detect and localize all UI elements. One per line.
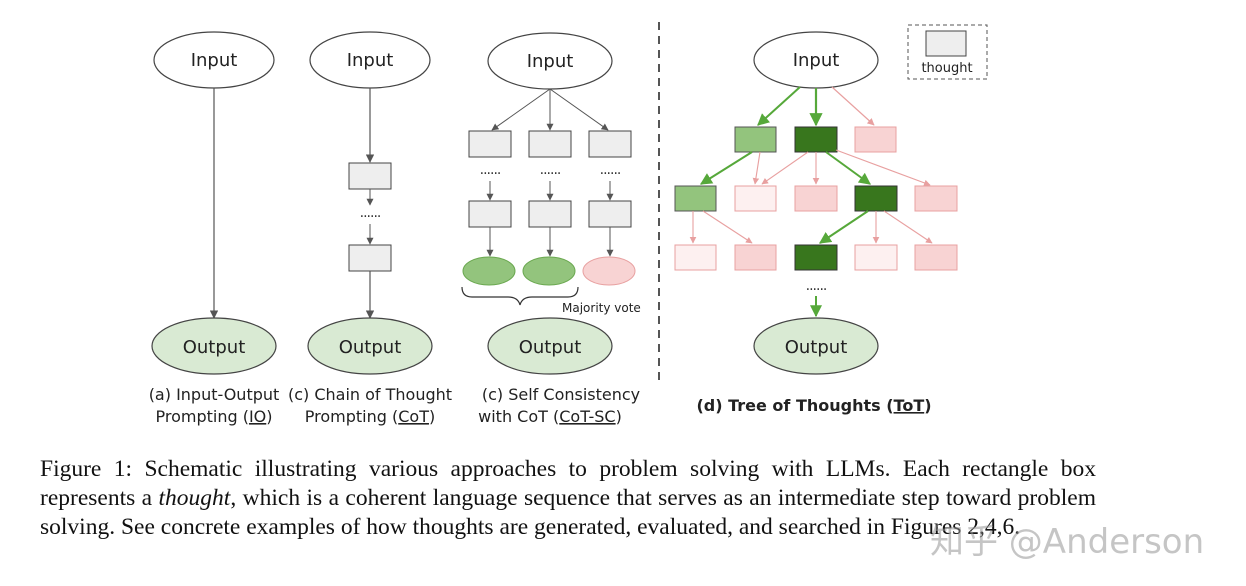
io-caption-line1: (a) Input-Output	[149, 385, 280, 404]
legend-box	[907, 24, 988, 80]
tot-output-label: Output	[785, 337, 848, 358]
caption-text-2: , which is a coherent language sequence …	[40, 485, 1096, 540]
tot-l1-thought-a	[734, 126, 777, 153]
panel-cot: Input ...... Output (c) Chain of Thought…	[288, 31, 452, 426]
cot-thought-1	[348, 162, 392, 190]
tot-l3-thought-e	[914, 244, 958, 271]
io-output-node	[151, 317, 277, 375]
sc-caption-line1: (c) Self Consistency	[482, 385, 640, 404]
tot-edge-l2d-l3e	[883, 210, 933, 244]
sc-majority-vote-label: Majority vote	[562, 301, 641, 315]
cot-link[interactable]: CoT	[398, 407, 429, 426]
sc-answer-mid	[522, 256, 576, 286]
panel-cot-sc: Input ...... ...... ...... Majority vote…	[461, 32, 641, 426]
legend-thought-label: thought	[921, 61, 972, 76]
cot-ellipsis: ......	[360, 205, 381, 221]
cot-output-label: Output	[339, 337, 402, 358]
tot-output-node	[753, 317, 879, 375]
sc-edge-root-left	[491, 88, 551, 131]
sc-majority-brace	[461, 286, 579, 306]
sc-caption-line2: with CoT (CoT-SC)	[478, 407, 622, 426]
tot-edge-l1b-l2b	[761, 151, 809, 185]
figure-caption: Figure 1: Schematic illustrating various…	[40, 455, 1096, 542]
sc-thought-r2	[588, 200, 632, 228]
sc-thought-l2	[468, 200, 512, 228]
caption-text-1: Schematic illustrating various approache…	[40, 456, 1096, 511]
caption-emphasis: thought	[158, 485, 231, 511]
tot-ellipsis: ......	[806, 278, 827, 294]
tot-l1-thought-c	[854, 126, 897, 153]
sc-link[interactable]: CoT-SC	[559, 407, 615, 426]
sc-ellipsis-r: ......	[600, 162, 621, 178]
tot-edge-l1a-l2a	[699, 151, 753, 185]
cot-caption-line2: Prompting (CoT)	[305, 407, 435, 426]
cot-output-node	[307, 317, 433, 375]
io-input-label: Input	[191, 50, 238, 71]
sc-thought-m2	[528, 200, 572, 228]
tot-edge-root-l1a	[757, 86, 801, 126]
sc-thought-r1	[588, 130, 632, 158]
tot-l2-thought-a	[674, 185, 717, 212]
tot-l2-thought-e	[914, 185, 958, 212]
cot-thought-2	[348, 244, 392, 272]
sc-ellipsis-l: ......	[480, 162, 501, 178]
io-link[interactable]: IO	[249, 407, 266, 426]
panel-tot: thought Input ......	[674, 24, 988, 415]
sc-output-label: Output	[519, 337, 582, 358]
tot-l3-thought-c	[794, 244, 838, 271]
tot-schematic-diagram: Input Output (a) Input-Output Prompting …	[149, 22, 988, 426]
sc-thought-l1	[468, 130, 512, 158]
tot-edge-l2a-l3b	[702, 210, 753, 244]
tot-l1-thought-b	[794, 126, 838, 153]
sc-answer-right	[582, 256, 636, 286]
tot-l3-thought-b	[734, 244, 777, 271]
tot-input-label: Input	[793, 50, 840, 71]
tot-caption: (d) Tree of Thoughts (ToT)	[696, 396, 931, 415]
cot-input-label: Input	[347, 50, 394, 71]
io-output-label: Output	[183, 337, 246, 358]
sc-answer-left	[462, 256, 516, 286]
sc-input-label: Input	[527, 51, 574, 72]
tot-l3-thought-d	[854, 244, 898, 271]
figure-label: Figure 1:	[40, 456, 133, 482]
tot-l2-thought-b	[734, 185, 777, 212]
tot-l3-thought-a	[674, 244, 717, 271]
tot-edge-l1b-l2d	[825, 151, 871, 185]
io-caption-line2: Prompting (IO)	[155, 407, 272, 426]
panel-io: Input Output (a) Input-Output Prompting …	[149, 31, 280, 426]
watermark: 知乎 @Anderson	[930, 522, 1205, 562]
tot-edge-l1a-l2b	[752, 151, 761, 185]
tot-edge-l2d-l3c	[819, 210, 869, 244]
tot-l2-thought-c	[794, 185, 838, 212]
sc-edge-root-right	[549, 88, 609, 131]
tot-edge-root-l1c	[831, 86, 875, 126]
tot-link[interactable]: ToT	[894, 396, 925, 415]
sc-ellipsis-m: ......	[540, 162, 561, 178]
cot-caption-line1: (c) Chain of Thought	[288, 385, 452, 404]
tot-l2-thought-d	[854, 185, 898, 212]
legend-thought-swatch	[925, 30, 967, 57]
sc-output-node	[487, 317, 613, 375]
sc-thought-m1	[528, 130, 572, 158]
tot-edge-l1b-l2e	[835, 149, 931, 187]
